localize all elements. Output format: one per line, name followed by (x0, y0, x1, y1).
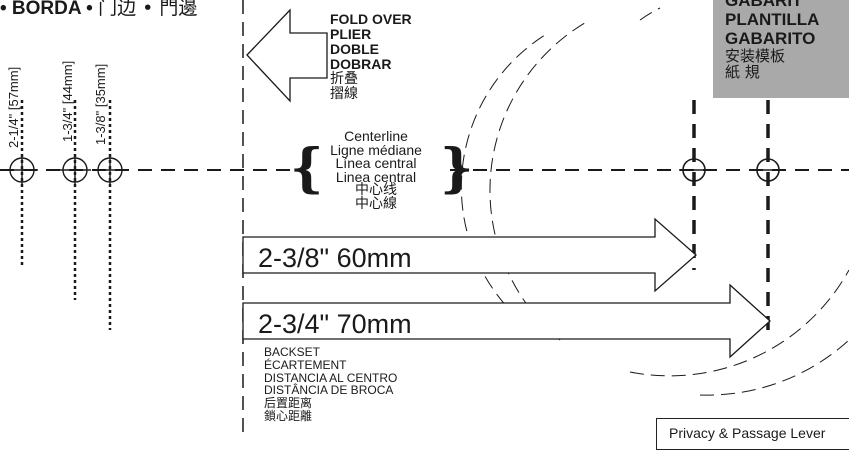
backset-es: DISTANCIA AL CENTRO (264, 370, 398, 385)
arrow-60mm (242, 217, 697, 293)
template-box: GABARIT PLANTILLA GABARITO 安装模板 紙 規 (713, 0, 849, 98)
centerline-en: Centerline (344, 128, 408, 144)
centerline-cn-1: 中心线 (355, 182, 397, 198)
privacy-passage-label: Privacy & Passage Lever (669, 425, 826, 441)
fold-cn-2: 摺線 (330, 86, 358, 102)
dim-70mm-label: 2-3/4" 70mm (258, 309, 412, 339)
fold-line-1: FOLD OVER (330, 11, 412, 27)
centerline-fr: Ligne médiane (330, 141, 422, 158)
backset-label: BACKSET ÉCARTEMENT DISTANCIA AL CENTRO D… (264, 346, 397, 423)
fold-line-4: DOBRAR (330, 56, 392, 72)
template-lines (0, 0, 849, 437)
backset-cn-1: 后置距离 (264, 396, 313, 411)
centerline-es: Línea central (335, 155, 417, 171)
dim-60mm-label: 2-3/8" 60mm (258, 243, 412, 273)
fold-arrow (246, 8, 328, 103)
tick-label-44mm: 1-3/4" [44mm] (60, 60, 75, 142)
fold-line-2: PLIER (330, 26, 372, 42)
crosshair-57 (6, 154, 38, 186)
tick-label-57mm: 2-1/4" [57mm] (6, 66, 21, 148)
arrow-70mm (242, 283, 771, 359)
centerline-cn-2: 中心線 (355, 195, 397, 212)
centerline-label: Centerline Ligne médiane Línea central L… (318, 128, 434, 212)
backset-pt: DISTÂNCIA DE BROCA (264, 383, 394, 398)
hole-arcs (460, 7, 849, 396)
crosshair-44 (59, 154, 91, 186)
centerline-pt: Linea central (335, 168, 417, 185)
template-fr: GABARIT (725, 0, 803, 10)
fold-cn-1: 折叠 (330, 71, 358, 87)
template-pt: GABARITO (725, 29, 816, 48)
template-cn-2: 紙 規 (725, 63, 760, 81)
backset-cn-2: 鎖心距離 (264, 408, 313, 423)
right-brace: } (440, 138, 474, 199)
backset-en: BACKSET (264, 345, 321, 359)
backset-fr: ÉCARTEMENT (264, 357, 347, 372)
crosshair-35 (94, 154, 126, 186)
fold-label: FOLD OVER PLIER DOBLE DOBRAR 折叠 摺線 (330, 12, 412, 102)
crosshair-70mm (753, 158, 783, 182)
fold-line-3: DOBLE (330, 41, 379, 57)
privacy-passage-box: Privacy & Passage Lever (656, 418, 849, 450)
left-brace: { (290, 138, 324, 199)
template-cn-1: 安装模板 (725, 47, 786, 65)
edge-label-cn: 门边 • 門邊 (98, 0, 198, 19)
edge-label-text: • BORDA • (0, 0, 99, 19)
template-es: PLANTILLA (725, 10, 820, 29)
crosshair-60mm (679, 158, 709, 182)
edge-label: • BORDA • 门边 • 門邊 (0, 0, 197, 18)
tick-label-35mm: 1-3/8" [35mm] (93, 63, 108, 145)
template-text: GABARIT PLANTILLA GABARITO 安装模板 紙 規 (725, 0, 819, 80)
